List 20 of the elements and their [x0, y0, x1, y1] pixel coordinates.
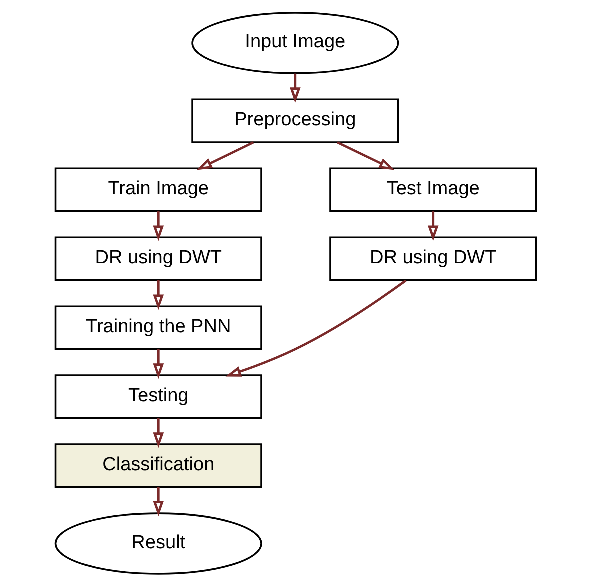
node-box: Training the PNN — [54, 306, 262, 350]
arrow — [152, 418, 164, 448]
arrow — [196, 142, 254, 170]
node-box: Train Image — [54, 168, 262, 212]
node-ellipse: Input Image — [191, 12, 399, 74]
arrow — [427, 212, 438, 242]
node-ellipse: Result — [54, 512, 262, 575]
node-box: DR using DWT — [54, 236, 262, 282]
arrow — [225, 280, 406, 377]
arrow — [152, 350, 164, 380]
arrow — [336, 142, 394, 170]
node-box: Testing — [54, 374, 262, 420]
node-box: Classification — [54, 444, 262, 488]
node-box: DR using DWT — [329, 236, 537, 282]
arrow — [152, 280, 164, 310]
arrow — [289, 74, 300, 104]
arrow — [152, 487, 164, 517]
arrow — [152, 212, 164, 242]
node-box: Preprocessing — [191, 98, 399, 144]
node-box: Test Image — [329, 168, 537, 212]
